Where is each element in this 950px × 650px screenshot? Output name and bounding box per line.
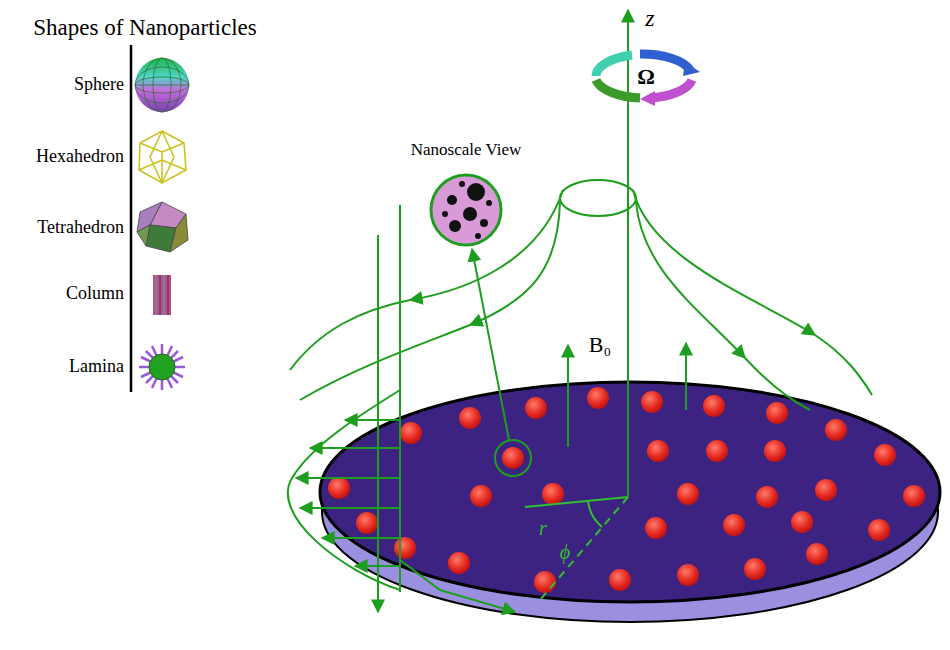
legend-label: Lamina — [69, 357, 124, 377]
angle-label: ϕ — [560, 541, 570, 563]
z-axis — [627, 10, 629, 497]
legend-label: Hexahedron — [36, 147, 124, 167]
nanoscale-view — [431, 175, 501, 245]
field-arrow — [685, 343, 687, 410]
angle-arc — [588, 501, 602, 527]
inset-label: Nanoscale View — [411, 141, 522, 160]
velocity-profile — [288, 205, 515, 612]
legend-label: Tetrahedron — [37, 218, 124, 238]
field-arrow — [567, 345, 569, 447]
particle-highlight — [495, 440, 531, 476]
zoom-arrow — [472, 249, 509, 440]
hexahedron-icon — [139, 131, 186, 183]
legend-label: Column — [66, 284, 124, 304]
legend-label: Sphere — [74, 75, 124, 95]
radius-line — [525, 497, 628, 507]
rotation-symbol: Ω — [637, 65, 655, 89]
tetrahedron-icon — [137, 202, 188, 252]
lamina-icon — [139, 344, 185, 390]
sphere-icon — [135, 58, 189, 112]
radius-label: r — [539, 517, 547, 539]
rotation-ring — [596, 54, 700, 106]
axis-label: z — [645, 5, 654, 31]
legend-heading: Shapes of Nanoparticles — [33, 15, 257, 40]
column-icon — [153, 275, 171, 315]
legend-divider — [130, 45, 133, 392]
nanoparticles — [328, 387, 925, 593]
angle-line — [540, 497, 628, 600]
field-label: B₀ — [589, 333, 611, 357]
